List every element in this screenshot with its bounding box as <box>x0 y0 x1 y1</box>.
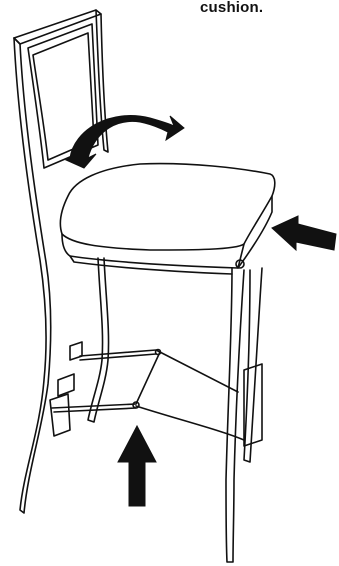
stool-seat-cushion <box>60 164 274 274</box>
stool-backrest <box>14 10 108 513</box>
fold-rotate-arrow-icon <box>66 116 184 168</box>
push-arrow-icon <box>272 216 336 250</box>
lift-arrow-icon <box>118 426 156 506</box>
stool-front-legs <box>88 258 262 562</box>
